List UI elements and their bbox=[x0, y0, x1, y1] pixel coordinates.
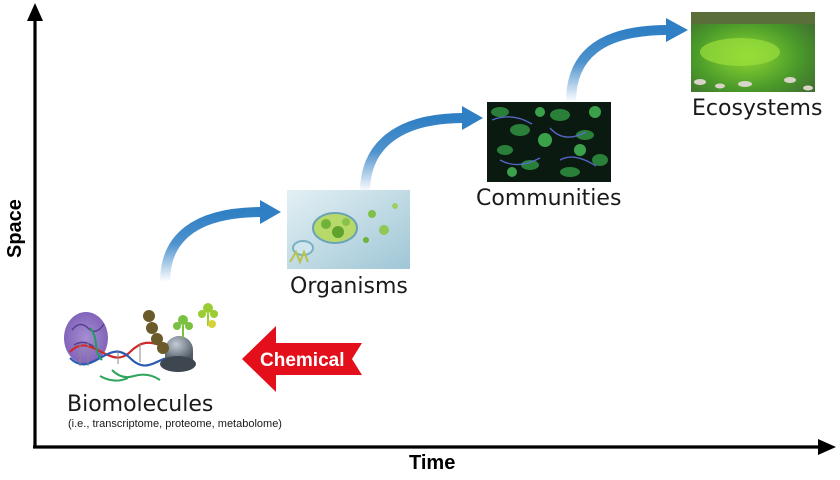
x-axis bbox=[33, 439, 836, 455]
stage-label-biomolecules: Biomolecules bbox=[67, 392, 214, 417]
stage-label-communities: Communities bbox=[476, 186, 622, 211]
y-axis-label: Space bbox=[4, 199, 26, 258]
biomolecules-illustration bbox=[64, 303, 218, 382]
dna-strand-icon bbox=[69, 327, 173, 382]
x-axis-label: Time bbox=[409, 452, 456, 474]
progress-arrow-1 bbox=[160, 200, 281, 283]
stage-label-ecosystems: Ecosystems bbox=[692, 96, 823, 121]
chemical-arrow-label: Chemical bbox=[260, 350, 344, 371]
ribosome-icon bbox=[143, 310, 196, 372]
stage-label-organisms: Organisms bbox=[290, 274, 408, 299]
microscopy-organism-image bbox=[287, 190, 410, 269]
river-ecosystem-image bbox=[691, 12, 815, 92]
stage-sublabel-biomolecules: (i.e., transcriptome, proteome, metabolo… bbox=[68, 418, 282, 430]
progress-arrow-2 bbox=[360, 106, 483, 193]
fluorescence-community-image bbox=[487, 102, 611, 182]
progress-arrow-3 bbox=[566, 18, 688, 103]
metabolite-icon bbox=[173, 303, 218, 338]
chemical-arrow bbox=[242, 326, 362, 392]
y-axis bbox=[27, 3, 43, 447]
